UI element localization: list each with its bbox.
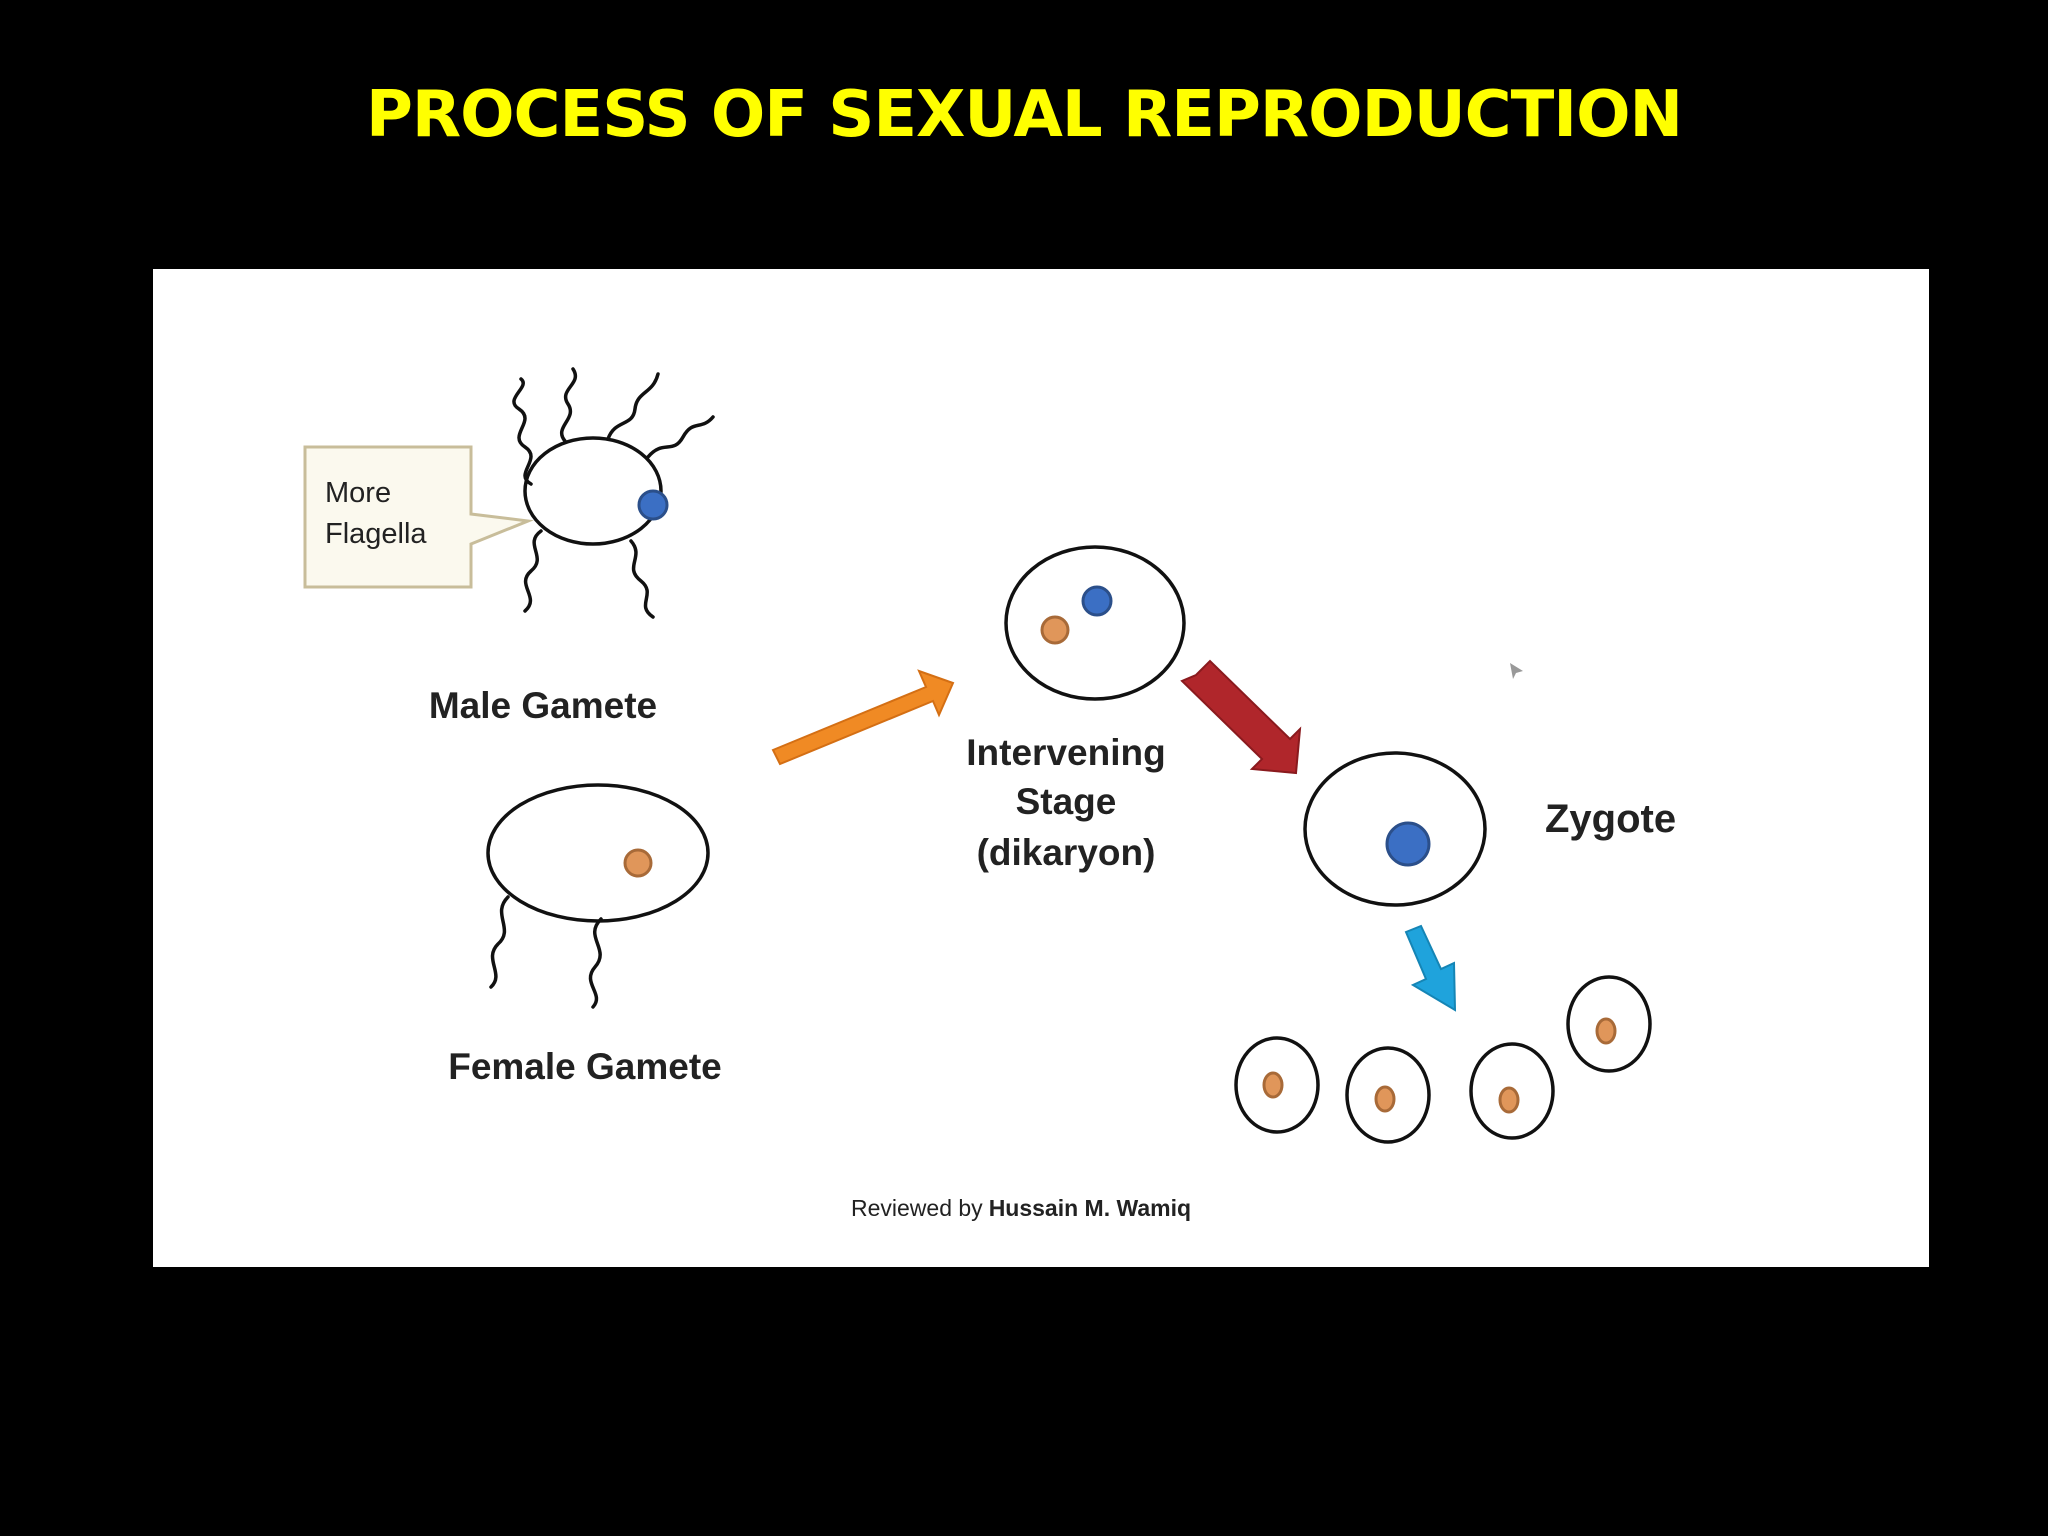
male-gamete-label: Male Gamete xyxy=(429,685,657,726)
flagellum xyxy=(523,529,543,613)
flagellum xyxy=(646,415,715,459)
offspring-cell xyxy=(1566,975,1652,1073)
dikaryon-blue-nucleus xyxy=(1081,585,1113,617)
male-gamete-cell xyxy=(512,367,715,619)
offspring-cell xyxy=(1469,1042,1555,1140)
flagellum xyxy=(512,377,533,486)
fusion-arrow xyxy=(771,669,955,766)
intervening-stage-label-line1: Intervening xyxy=(966,732,1165,773)
meiosis-arrow xyxy=(1404,924,1457,1012)
cursor-icon xyxy=(1510,663,1523,679)
dikaryon-cell xyxy=(1004,545,1186,701)
female-gamete-membrane xyxy=(486,783,710,923)
flagellum xyxy=(489,895,510,989)
female-gamete-label: Female Gamete xyxy=(448,1046,722,1087)
offspring-cell xyxy=(1345,1046,1431,1144)
diagram-panel: More Flagella Male Gamete Female Gamete xyxy=(153,269,1929,1267)
female-nucleus xyxy=(623,848,653,878)
offspring-cells xyxy=(1234,975,1652,1144)
callout-line1: More xyxy=(325,477,391,509)
callout-line2: Flagella xyxy=(325,518,427,550)
offspring-cell xyxy=(1234,1036,1320,1134)
male-gamete-membrane xyxy=(523,436,663,546)
callout-box-shape xyxy=(303,445,534,589)
flagellum xyxy=(606,372,660,441)
female-gamete-cell xyxy=(486,783,710,1009)
intervening-stage-label-line2: Stage xyxy=(1016,781,1117,822)
credit-name: Hussain M. Wamiq xyxy=(989,1195,1191,1221)
intervening-stage-label-line3: (dikaryon) xyxy=(977,832,1156,873)
flagellum xyxy=(588,917,603,1009)
flagellum xyxy=(629,539,655,619)
zygote-label: Zygote xyxy=(1545,797,1676,841)
flagellum xyxy=(560,367,577,443)
dikaryon-membrane xyxy=(1004,545,1186,701)
slide-title: PROCESS OF SEXUAL REPRODUCTION xyxy=(365,78,1683,152)
male-nucleus xyxy=(637,489,669,521)
credit-prefix: Reviewed by xyxy=(851,1195,983,1221)
karyogamy-arrow xyxy=(1180,659,1302,775)
zygote-cell xyxy=(1303,751,1487,907)
zygote-nucleus xyxy=(1385,821,1431,867)
more-flagella-callout: More Flagella xyxy=(303,445,534,589)
dikaryon-orange-nucleus xyxy=(1040,615,1070,645)
